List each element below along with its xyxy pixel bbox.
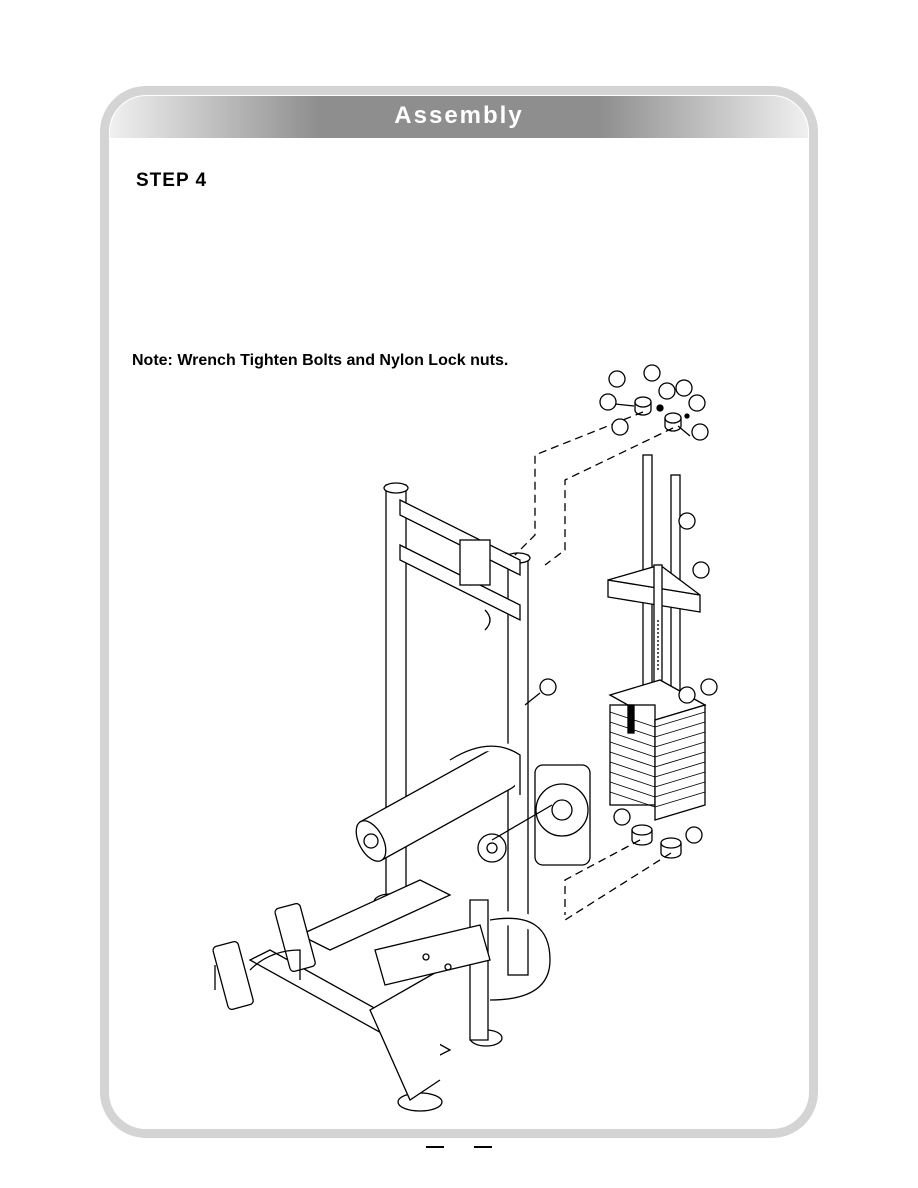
section-header: Assembly	[110, 96, 808, 138]
callouts	[599, 364, 718, 844]
page-number-marks	[426, 1146, 496, 1150]
frame-uprights	[383, 482, 531, 976]
foot-pads	[212, 902, 316, 1010]
cam-assembly	[477, 764, 591, 866]
weight-stack	[607, 454, 707, 859]
cable-guides	[514, 411, 674, 921]
step-label: STEP 4	[136, 170, 208, 191]
section-title: Assembly	[394, 102, 524, 129]
roller-pad	[355, 741, 525, 862]
assembly-note: Note: Wrench Tighten Bolts and Nylon Loc…	[132, 352, 509, 369]
exploded-assembly-diagram-icon	[212, 364, 718, 1112]
top-hardware	[614, 396, 691, 437]
weight-plates	[609, 704, 706, 821]
